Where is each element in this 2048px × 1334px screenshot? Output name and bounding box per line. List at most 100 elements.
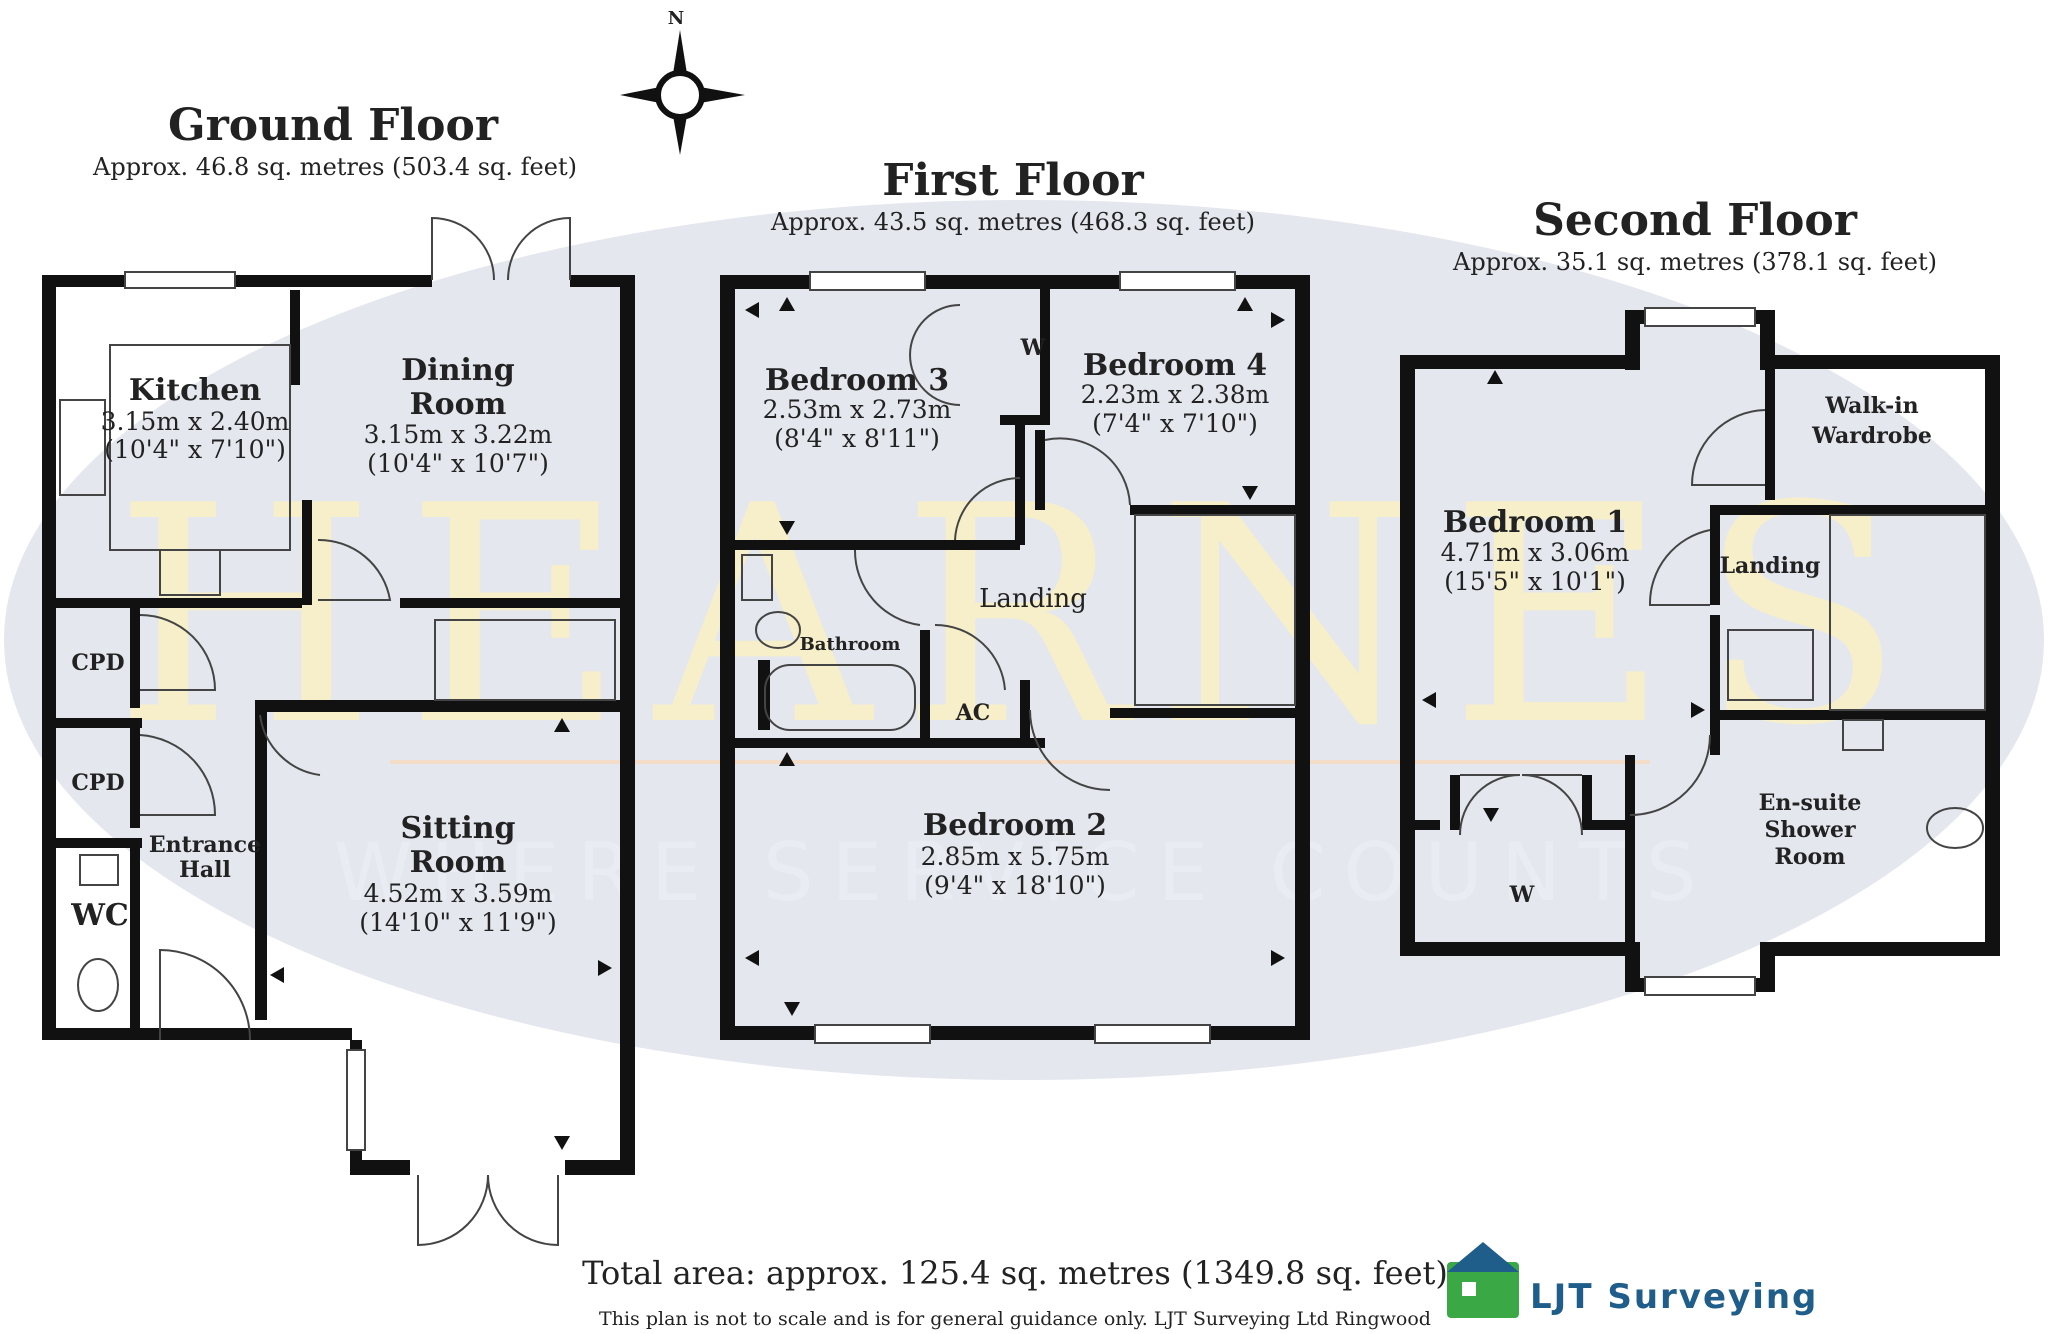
ff-wall-bed3-right [1015, 415, 1025, 545]
gf-bay-window [346, 1049, 366, 1151]
ff-bed2-imperial: (9'4" x 18'10") [924, 871, 1106, 900]
sf-ensuite-label-3: Room [1775, 844, 1846, 870]
ff-bed3-name: Bedroom 3 [765, 363, 949, 398]
ff-arrow-10 [784, 1002, 800, 1016]
sf-wall-w-left [1415, 820, 1440, 830]
ff-bed4-imperial: (7'4" x 7'10") [1092, 409, 1258, 438]
sf-toilet [1926, 807, 1984, 849]
ff-arrow-6 [1242, 486, 1258, 500]
gf-cpd2-label: CPD [71, 770, 124, 796]
sf-ensuite-label-1: En-suite [1759, 790, 1862, 816]
gf-dining-door-left [431, 216, 495, 281]
sf-wall-shower-left [1710, 615, 1720, 755]
ff-arrow-5 [1237, 297, 1253, 311]
gf-wall-kd-lower [302, 500, 312, 605]
first-floor: First Floor Approx. 43.5 sq. metres (468… [720, 155, 1310, 1044]
gf-sitting-metric: 4.52m x 3.59m [364, 879, 553, 908]
sf-wardrobe-door-right [1521, 774, 1583, 836]
sf-wall-bottom-left [1400, 942, 1630, 956]
gf-front-door [159, 948, 251, 1041]
gf-wall-cpd2-right [130, 728, 140, 828]
sf-basin [1842, 719, 1884, 751]
compass: N [620, 8, 745, 155]
gf-wall-left [42, 275, 56, 1040]
ff-wall-bath-right [920, 630, 930, 745]
ff-arrow-9 [1271, 950, 1285, 966]
gf-wall-hall-right [255, 700, 267, 1020]
ff-arrow-7 [779, 752, 795, 766]
ff-arrow-3 [779, 521, 795, 535]
ground-floor: Ground Floor Approx. 46.8 sq. metres (50… [42, 100, 635, 1247]
gf-stairs [434, 619, 616, 701]
ff-bed2-door [1029, 709, 1111, 791]
gf-cpd2-door [139, 734, 217, 816]
gf-hall-label-1: Entrance [149, 832, 261, 858]
ff-bath-toilet [755, 611, 801, 649]
gf-wall-cpd-divide [42, 718, 142, 728]
gf-wc-basin [79, 854, 119, 886]
first-floor-area: Approx. 43.5 sq. metres (468.3 sq. feet) [770, 208, 1255, 236]
sf-arrow-3 [1691, 702, 1705, 718]
ff-wall-stair-bottom [1110, 708, 1300, 718]
gf-kitchen-metric: 3.15m x 2.40m [101, 407, 290, 436]
ff-bed3-door [954, 476, 1021, 541]
ff-wall-left [720, 275, 735, 1040]
sf-wall-top-left [1400, 355, 1630, 369]
ff-bed2-metric: 2.85m x 5.75m [921, 842, 1110, 871]
compass-south-arrow [672, 110, 688, 155]
ff-bed4-door [1044, 437, 1131, 506]
sf-wall-landing-left [1710, 505, 1720, 605]
ff-wall-w-right [1040, 285, 1050, 425]
gf-sitting-name-2: Room [410, 845, 507, 880]
sf-ensuite-window [1644, 976, 1756, 996]
ff-wall-ac-right [1020, 680, 1030, 745]
ff-bed4-name: Bedroom 4 [1083, 348, 1267, 383]
gf-kitchen-sink [59, 399, 106, 496]
gf-sitting-door [259, 714, 321, 776]
ljt-logo-house-icon [1447, 1262, 1519, 1318]
gf-wall-mid [260, 700, 635, 712]
sf-walkin-label-2: Wardrobe [1811, 423, 1932, 449]
gf-wall-top-right [570, 275, 635, 287]
watermark-brand: HEARNES [114, 442, 1934, 791]
ground-floor-area: Approx. 46.8 sq. metres (503.4 sq. feet) [92, 153, 577, 181]
gf-dining-metric: 3.15m x 3.22m [364, 420, 553, 449]
ljt-logo-window-icon [1462, 1282, 1476, 1296]
sf-stairs [1829, 514, 1986, 711]
ff-wall-bed3-bottom [735, 540, 1020, 550]
ff-wall-bed4-left [1035, 430, 1045, 510]
ff-bathroom-label: Bathroom [800, 634, 901, 655]
sf-wall-w-right [1590, 820, 1630, 830]
ff-wall-w-bottom [1000, 415, 1050, 425]
gf-kitchen-imperial: (10'4" x 7'10") [104, 435, 286, 464]
gf-arrow-1 [554, 718, 570, 732]
gf-wall-wc-top [42, 838, 142, 848]
ground-floor-title: Ground Floor [168, 100, 499, 151]
ljt-logo-text: LJT Surveying [1530, 1277, 1818, 1317]
gf-kitchen-hob [159, 549, 221, 596]
ff-wardrobe-door [909, 304, 961, 406]
watermark-tagline: WHERE SERVICE COUNTS [334, 826, 1715, 919]
watermark-ellipse [4, 200, 2044, 1080]
gf-hall-label-2: Hall [179, 857, 231, 883]
gf-sitting-door-left [417, 1174, 489, 1247]
sf-wall-walkin-left [1765, 370, 1775, 500]
compass-north-arrow [672, 30, 688, 80]
sf-wall-dormer-left [1625, 310, 1640, 370]
gf-wall-kd-upper [290, 290, 300, 385]
sf-arrow-2 [1422, 692, 1436, 708]
gf-kitchen-name: Kitchen [129, 373, 261, 408]
gf-cpd1-label: CPD [71, 650, 124, 676]
sf-wall-right [1985, 355, 2000, 955]
sf-arrow-1 [1487, 370, 1503, 384]
ff-wall-bed4-bottom [1130, 505, 1300, 515]
gf-dining-name-1: Dining [401, 353, 514, 388]
ljt-logo-roof-icon [1447, 1242, 1519, 1272]
ff-arrow-2 [779, 297, 795, 311]
ff-wall-bath-bottom [735, 738, 1045, 748]
sf-ensuite-door [1629, 734, 1711, 816]
sf-shower-tray [1727, 629, 1814, 701]
gf-wall-kitchen-bottom [42, 598, 302, 608]
ff-bed3-window [809, 271, 926, 291]
